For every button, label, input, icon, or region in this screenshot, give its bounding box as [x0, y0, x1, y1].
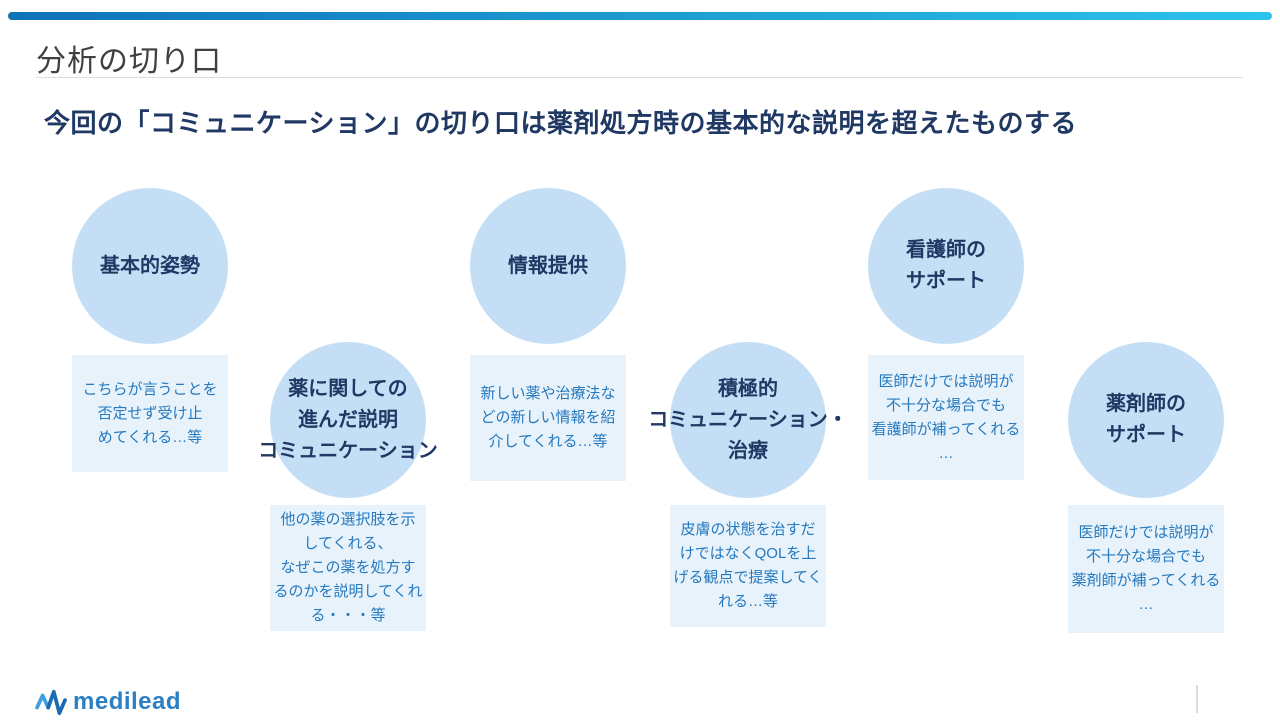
- topic-circle-active-communication: [670, 342, 826, 498]
- accent-bar: [8, 12, 1272, 20]
- topic-note: 他の薬の選択肢を示 してくれる、 なぜこの薬を処方す るのかを説明してくれ る・…: [270, 505, 426, 631]
- topic-note: 医師だけでは説明が 不十分な場合でも 看護師が補ってくれる …: [868, 355, 1024, 480]
- topic-note: 新しい薬や治療法な どの新しい情報を紹 介してくれる…等: [470, 355, 626, 481]
- slide-message: 今回の「コミュニケーション」の切り口は薬剤処方時の基本的な説明を超えたものする: [44, 108, 1077, 138]
- topic-circle-advanced-explanation: [270, 342, 426, 498]
- topic-note: 医師だけでは説明が 不十分な場合でも 薬剤師が補ってくれる …: [1068, 505, 1224, 633]
- logo-text: medilead: [73, 688, 182, 715]
- topic-circle-pharmacist-support: [1068, 342, 1224, 498]
- title-divider: [36, 77, 1243, 78]
- topic-note: こちらが言うことを 否定せず受け止 めてくれる…等: [72, 355, 228, 472]
- footer-divider: [1196, 685, 1198, 713]
- topic-circle-basic-attitude: [72, 188, 228, 344]
- topic-note: 皮膚の状態を治すだ けではなくQOLを上 げる観点で提案してく れる…等: [670, 505, 826, 627]
- logo: medilead: [35, 688, 181, 716]
- topic-circle-nurse-support: [868, 188, 1024, 344]
- pulse-icon: [35, 688, 67, 716]
- page-title: 分析の切り口: [36, 45, 222, 78]
- topic-circle-information: [470, 188, 626, 344]
